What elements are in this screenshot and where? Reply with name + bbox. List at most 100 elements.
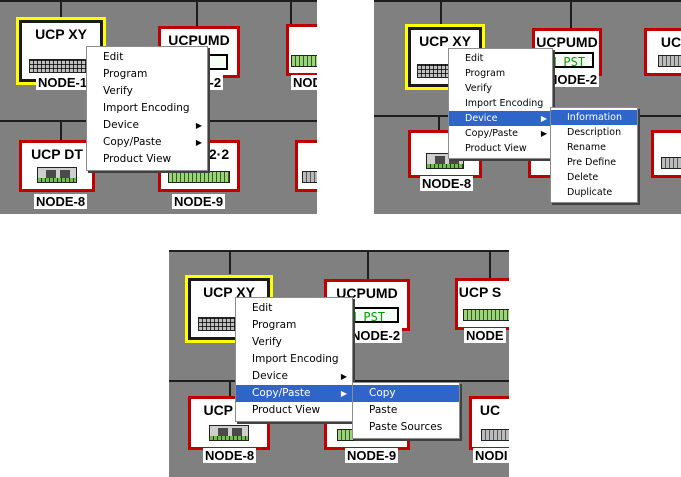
network-drop-line: [570, 0, 572, 30]
device-display: M PST: [540, 52, 594, 69]
submenu-item-duplicate[interactable]: Duplicate: [567, 187, 613, 198]
node-title: UCP XY: [419, 33, 471, 49]
menu-item-product-view[interactable]: Product View: [465, 143, 527, 154]
node-title: UCPUMD: [168, 32, 230, 48]
node-label: NODE-1: [36, 75, 90, 90]
node-label: NODE-9: [345, 448, 399, 463]
submenu-item-paste[interactable]: Paste: [369, 404, 398, 416]
submenu-arrow-icon: ▶: [340, 389, 347, 398]
menu-item-edit[interactable]: Edit: [465, 53, 484, 64]
node-label: NODE-2: [546, 72, 600, 87]
context-menu: Edit Program Verify Import Encoding Devi…: [86, 46, 208, 171]
context-menu: Edit Program Verify Import Encoding Devi…: [448, 48, 553, 159]
device-submenu: Information Description Rename Pre Defin…: [550, 107, 638, 203]
menu-item-edit[interactable]: Edit: [103, 51, 124, 63]
device-panel-icon: [37, 167, 77, 183]
menu-item-copy-paste[interactable]: Copy/Paste ▶: [236, 385, 352, 402]
submenu-arrow-icon: ▶: [195, 138, 202, 147]
device-panel-icon: [209, 425, 249, 441]
menu-item-import-encoding[interactable]: Import Encoding: [252, 353, 339, 365]
node-label: NODE-2: [349, 328, 403, 343]
device-panel-icon: [658, 55, 681, 67]
node-partial[interactable]: UC: [644, 28, 681, 76]
node-partial[interactable]: [651, 130, 681, 178]
node-partial[interactable]: [286, 24, 317, 76]
submenu-arrow-icon: ▶: [540, 114, 547, 123]
node-label: NODE: [291, 75, 317, 90]
device-panel-icon: [463, 309, 509, 321]
menu-item-verify[interactable]: Verify: [252, 336, 282, 348]
menu-item-device[interactable]: Device▶: [236, 368, 352, 385]
submenu-item-delete[interactable]: Delete: [567, 172, 599, 183]
node-title: UC: [479, 402, 501, 418]
node-label: NODE: [464, 328, 506, 343]
network-drop-line: [60, 120, 62, 140]
menu-item-label: Copy/Paste: [252, 387, 311, 399]
screenshot-panel-copy-paste-submenu: UCP XY UCPUMD M PST NODE-2 UCP S NODE UC…: [169, 250, 509, 477]
submenu-item-rename[interactable]: Rename: [567, 142, 606, 153]
copy-paste-submenu: Copy Paste Paste Sources: [352, 382, 460, 439]
menu-item-program[interactable]: Program: [465, 68, 506, 79]
submenu-item-copy[interactable]: Copy: [353, 385, 459, 402]
network-drop-line: [229, 380, 231, 396]
network-drop-line: [440, 0, 442, 25]
network-bus-line: [169, 250, 509, 252]
menu-item-label: Device: [465, 113, 498, 124]
menu-item-edit[interactable]: Edit: [252, 302, 273, 314]
menu-item-device[interactable]: Device ▶: [87, 117, 207, 134]
node-title: UC: [660, 34, 681, 50]
menu-item-import-encoding[interactable]: Import Encoding: [465, 98, 544, 109]
network-drop-line: [489, 250, 491, 278]
network-drop-line: [290, 0, 292, 25]
node-label: NODE-8: [203, 448, 257, 463]
network-bus-line: [0, 0, 317, 2]
network-drop-line: [367, 250, 369, 280]
node-title: UCPUMD: [536, 34, 598, 50]
menu-item-label: Copy/Paste: [103, 136, 162, 148]
menu-item-verify[interactable]: Verify: [465, 83, 492, 94]
submenu-item-description[interactable]: Description: [567, 127, 622, 138]
node-title: UCP XY: [203, 284, 255, 300]
node-partial[interactable]: UC: [469, 396, 509, 450]
network-drop-line: [196, 0, 198, 28]
device-panel-icon: [661, 157, 681, 169]
submenu-item-paste-sources[interactable]: Paste Sources: [369, 421, 443, 433]
menu-item-verify[interactable]: Verify: [103, 85, 133, 97]
node-ucp-dt[interactable]: UCP DT: [19, 140, 95, 192]
screenshot-panel-device-submenu: UCP XY UCPUMD M PST NODE-2 UC NODE-8 Edi…: [374, 0, 681, 214]
network-bus-line: [374, 0, 681, 2]
node-label: NODI: [473, 448, 509, 463]
context-menu: Edit Program Verify Import Encoding Devi…: [235, 297, 353, 422]
menu-item-program[interactable]: Program: [252, 319, 297, 331]
network-drop-line: [60, 0, 62, 20]
menu-item-device[interactable]: Device ▶: [449, 111, 552, 126]
node-partial[interactable]: [295, 140, 317, 192]
node-label: NODE-8: [34, 194, 88, 209]
node-title: 2·2: [208, 146, 230, 162]
node-label: NODE-9: [172, 194, 226, 209]
node-title: UCP S: [458, 284, 502, 300]
menu-item-label: Copy/Paste: [465, 128, 518, 139]
menu-item-program[interactable]: Program: [103, 68, 148, 80]
network-drop-line: [438, 115, 440, 130]
node-title: UCP I: [203, 402, 241, 418]
menu-item-import-encoding[interactable]: Import Encoding: [103, 102, 190, 114]
menu-item-product-view[interactable]: Product View: [103, 153, 172, 165]
network-drop-line: [229, 250, 231, 274]
device-panel-icon: [29, 59, 93, 73]
menu-item-label: Device: [103, 119, 139, 131]
node-title: UCP XY: [35, 26, 87, 42]
submenu-arrow-icon: ▶: [540, 129, 547, 138]
screenshot-panel-context-menu: UCP XY NODE-1 UCPUMD PST NODE-2 NODE UCP…: [0, 0, 317, 214]
menu-item-copy-paste[interactable]: Copy/Paste ▶: [449, 126, 552, 141]
device-panel-icon: [302, 171, 317, 183]
menu-item-copy-paste[interactable]: Copy/Paste ▶: [87, 134, 207, 151]
node-ucp-s[interactable]: UCP S: [455, 278, 509, 330]
submenu-arrow-icon: ▶: [195, 121, 202, 130]
submenu-item-pre-define[interactable]: Pre Define: [567, 157, 617, 168]
menu-item-product-view[interactable]: Product View: [252, 404, 321, 416]
node-label: NODE-8: [420, 176, 474, 191]
submenu-arrow-icon: ▶: [340, 372, 347, 381]
submenu-item-information[interactable]: Information: [551, 110, 637, 125]
device-panel-icon: [291, 55, 317, 67]
